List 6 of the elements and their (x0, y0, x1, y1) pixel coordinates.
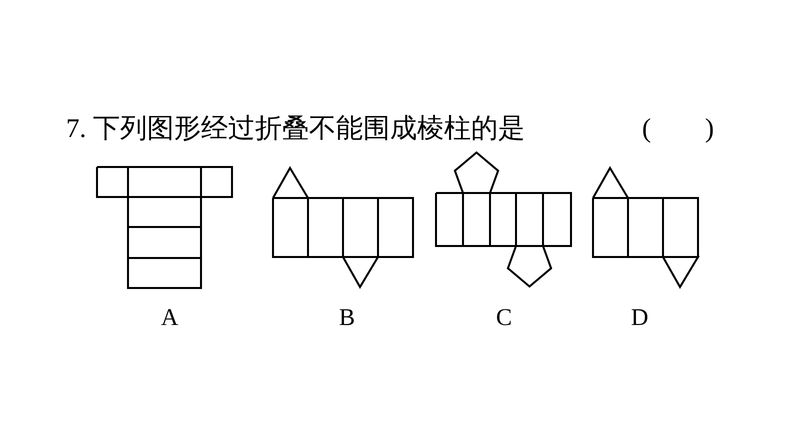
option-letter: B (339, 305, 356, 332)
option-letter: D (631, 305, 648, 332)
option-letter: A (161, 305, 178, 332)
question-text: 7. 下列图形经过折叠不能围成棱柱的是 (66, 112, 525, 145)
option-letter: C (496, 305, 512, 332)
answer-bracket: ( ) (642, 112, 714, 145)
